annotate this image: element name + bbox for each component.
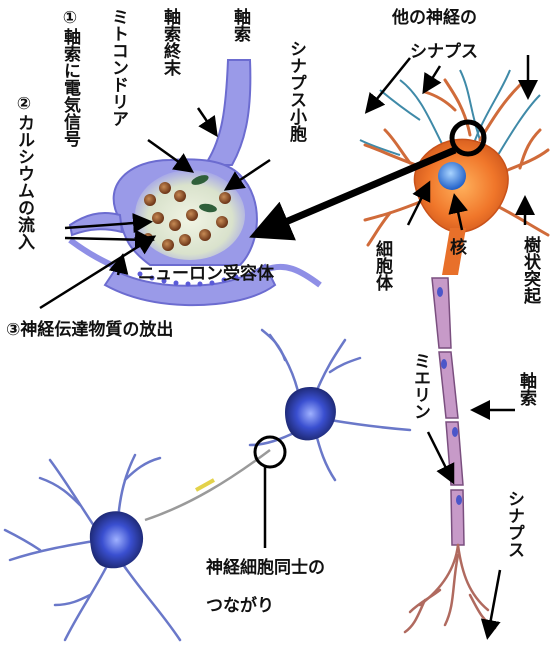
label-mitochondria: ミトコンドリア bbox=[108, 8, 127, 178]
label-axon-right: 軸索 bbox=[516, 372, 535, 422]
label-axon-top: 軸索 bbox=[230, 8, 249, 68]
label-connection-line2: つながり bbox=[206, 598, 274, 615]
label-dendrite: 樹状突起 bbox=[520, 236, 539, 326]
connected-neurons-illustration bbox=[5, 330, 410, 640]
label-step3-neurotransmitter-release: ③神経伝達物質の放出 bbox=[6, 322, 173, 339]
label-connection-line1: 神経細胞同士の bbox=[206, 560, 325, 577]
label-cell-body: 細胞体 bbox=[372, 240, 391, 320]
label-axon-terminal: 軸索終末 bbox=[160, 8, 179, 108]
label-synapse-bottom: シナプス bbox=[504, 490, 523, 590]
label-synaptic-vesicle: シナプス小胞 bbox=[286, 40, 305, 180]
label-step1-electric-signal: ①軸索に電気信号 bbox=[60, 8, 79, 208]
label-myelin: ミエリン bbox=[410, 352, 429, 442]
label-other-synapse-line1: 他の神経の bbox=[392, 10, 477, 27]
label-nucleus: 核 bbox=[450, 240, 467, 257]
label-step2-calcium-influx: ②カルシウムの流入 bbox=[14, 94, 33, 284]
label-other-synapse-line2: シナプス bbox=[410, 44, 478, 61]
label-receptor: ニューロン受容体 bbox=[138, 266, 274, 283]
